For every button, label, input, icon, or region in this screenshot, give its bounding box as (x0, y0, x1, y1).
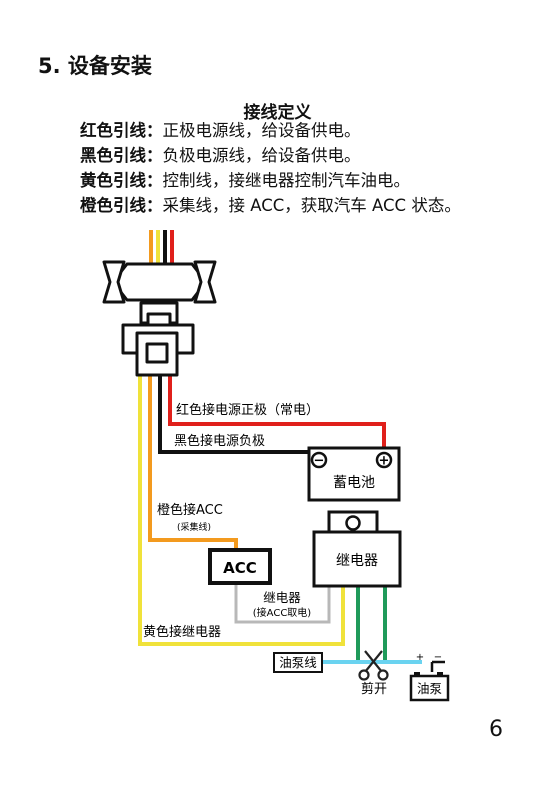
def-text-black: 负极电源线，给设备供电。 (162, 146, 361, 165)
acc-label: ACC (223, 559, 257, 577)
def-label-black: 黑色引线 (80, 146, 146, 165)
fuel-pump-label: 油泵 (417, 681, 442, 696)
def-label-orange: 橙色引线 (80, 196, 146, 215)
def-line-yellow: 黄色引线：控制线，接继电器控制汽车油电。 (80, 169, 410, 193)
black-wire-label: 黑色接电源负极 (174, 433, 265, 449)
relay-acc-sublabel: (接ACC取电) (253, 606, 312, 619)
fuel-line-label: 油泵线 (279, 655, 317, 670)
fuel-pump-plus: + (416, 652, 424, 663)
cut-label: 剪开 (361, 681, 387, 697)
def-text-red: 正极电源线，给设备供电。 (162, 121, 361, 140)
def-sep: ： (146, 196, 163, 215)
orange-wire-label: 橙色接ACC (157, 502, 223, 518)
yellow-wire (138, 376, 345, 646)
battery-plus-icon (375, 451, 393, 469)
relay-label: 继电器 (336, 553, 378, 569)
def-text-yellow: 控制线，接继电器控制汽车油电。 (162, 171, 411, 190)
fuel-pump-minus: − (434, 652, 442, 663)
battery-label: 蓄电池 (333, 475, 375, 491)
yellow-wire-label: 黄色接继电器 (143, 624, 221, 640)
def-line-orange: 橙色引线：采集线，接 ACC，获取汽车 ACC 状态。 (80, 194, 461, 218)
connector (102, 260, 217, 377)
section-title: 5. 设备安装 (38, 54, 152, 78)
relay: 继电器 (312, 510, 402, 588)
def-sep: ： (146, 171, 163, 190)
fuel-line-tag: 油泵线 (273, 652, 323, 673)
def-label-red: 红色引线 (80, 121, 146, 140)
def-text-orange: 采集线，接 ACC，获取汽车 ACC 状态。 (162, 196, 461, 215)
relay-acc-label: 继电器 (263, 590, 301, 605)
def-sep: ： (146, 146, 163, 165)
battery: − + 蓄电池 (307, 446, 401, 502)
battery-plus-sign: + (379, 454, 390, 469)
fuel-pump: + − 油泵 (409, 652, 450, 702)
red-wire-label: 红色接电源正极（常电） (176, 402, 319, 418)
def-label-yellow: 黄色引线 (80, 171, 146, 190)
orange-wire (148, 376, 238, 554)
page-number: 6 (489, 717, 503, 742)
black-wire (158, 376, 312, 454)
acc-box: ACC (208, 548, 272, 585)
battery-minus-sign: − (314, 454, 325, 469)
battery-minus-icon (310, 451, 328, 469)
def-line-red: 红色引线：正极电源线，给设备供电。 (80, 119, 361, 143)
wire-definition-title: 接线定义 (243, 103, 312, 123)
scissors-icon (358, 650, 389, 681)
def-sep: ： (146, 121, 163, 140)
def-line-black: 黑色引线：负极电源线，给设备供电。 (80, 144, 361, 168)
red-wire (168, 376, 386, 450)
orange-wire-sublabel: (采集线) (177, 521, 211, 533)
